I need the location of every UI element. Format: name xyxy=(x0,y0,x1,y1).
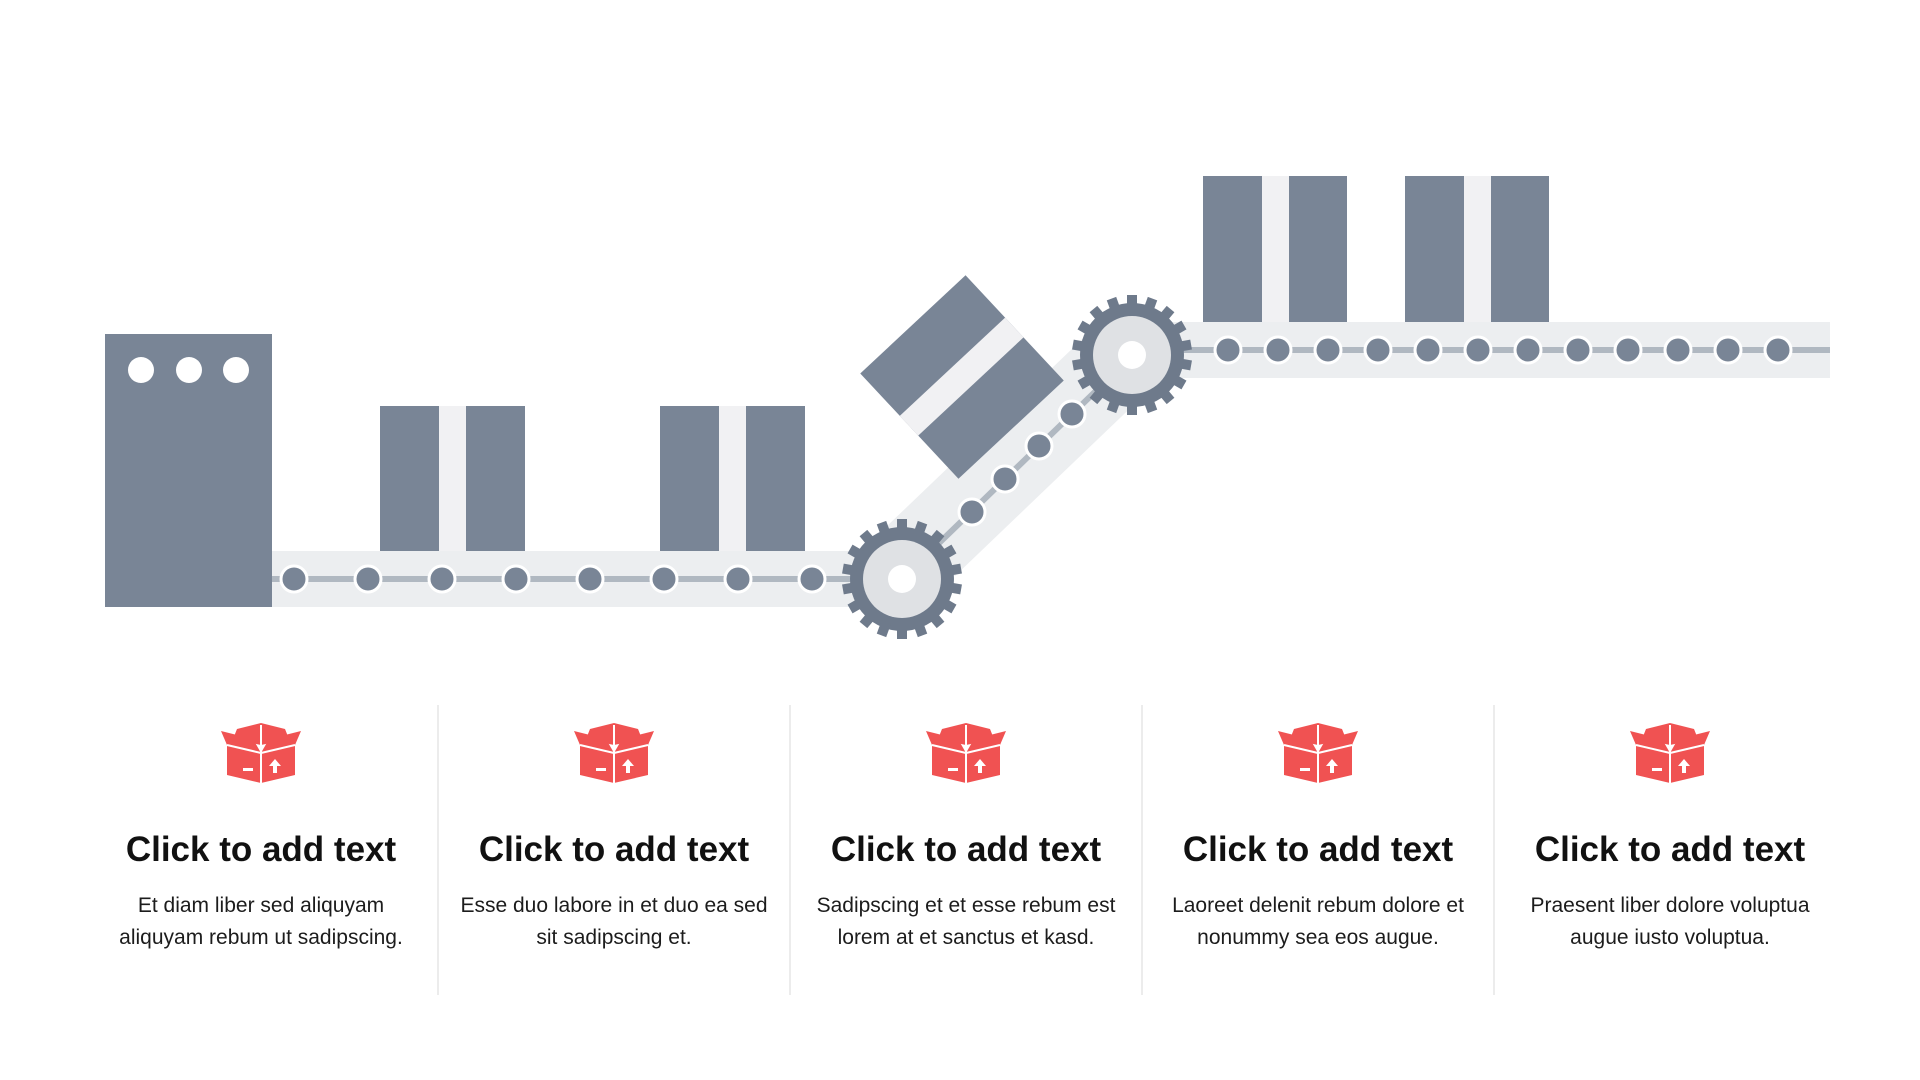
belt-roller xyxy=(1513,335,1543,365)
box xyxy=(1203,176,1347,322)
step-text[interactable]: Esse duo labore in et duo ea sed sit sad… xyxy=(460,894,768,949)
belt-roller xyxy=(723,564,753,594)
machine xyxy=(105,334,272,607)
belt-roller xyxy=(353,564,383,594)
step-card-2: Click to add text Esse duo labore in et … xyxy=(437,705,789,995)
step-text[interactable]: Laoreet delenit rebum dolore et nonummy … xyxy=(1172,894,1464,949)
tilted-box xyxy=(860,275,1064,479)
step-title[interactable]: Click to add text xyxy=(830,830,1102,869)
belt-roller xyxy=(649,564,679,594)
step-title[interactable]: Click to add text xyxy=(1534,830,1806,869)
machine-light xyxy=(176,357,202,383)
upper-belt xyxy=(1133,322,1830,378)
belt-roller xyxy=(1763,335,1793,365)
conveyor-diagram xyxy=(105,176,1830,639)
belt-roller xyxy=(427,564,457,594)
belt-roller xyxy=(1613,335,1643,365)
open-box-icon xyxy=(573,723,655,783)
belt-roller xyxy=(1313,335,1343,365)
step-card-5: Click to add text Praesent liber dolore … xyxy=(1493,705,1845,995)
belt-roller xyxy=(1713,335,1743,365)
step-text[interactable]: Sadipscing et et esse rebum est lorem at… xyxy=(816,894,1116,949)
belt-roller xyxy=(1663,335,1693,365)
belt-roller xyxy=(575,564,605,594)
step-cards: Click to add text Et diam liber sed aliq… xyxy=(85,705,1845,995)
belt-roller xyxy=(1463,335,1493,365)
belt-roller xyxy=(1263,335,1293,365)
belt-roller xyxy=(501,564,531,594)
open-box-icon xyxy=(1277,723,1359,783)
belt-roller xyxy=(797,564,827,594)
belt-roller xyxy=(1213,335,1243,365)
belt-roller xyxy=(1363,335,1393,365)
machine-light xyxy=(223,357,249,383)
belt-roller xyxy=(279,564,309,594)
step-card-1: Click to add text Et diam liber sed aliq… xyxy=(85,705,437,995)
open-box-icon xyxy=(925,723,1007,783)
belt-roller xyxy=(1024,431,1054,461)
step-card-4: Click to add text Laoreet delenit rebum … xyxy=(1141,705,1493,995)
belt-roller xyxy=(1413,335,1443,365)
open-box-icon xyxy=(220,723,302,783)
machine-light xyxy=(128,357,154,383)
box xyxy=(380,406,525,551)
lower-belt xyxy=(272,551,904,607)
step-text[interactable]: Praesent liber dolore voluptua augue ius… xyxy=(1530,894,1810,949)
box xyxy=(660,406,805,551)
step-title[interactable]: Click to add text xyxy=(1182,830,1454,869)
belt-roller xyxy=(957,497,987,527)
step-card-3: Click to add text Sadipscing et et esse … xyxy=(789,705,1141,995)
belt-roller xyxy=(1057,399,1087,429)
step-title[interactable]: Click to add text xyxy=(125,830,397,869)
step-title[interactable]: Click to add text xyxy=(478,830,750,869)
belt-roller xyxy=(990,464,1020,494)
box xyxy=(1405,176,1549,322)
belt-roller xyxy=(1563,335,1593,365)
step-text[interactable]: Et diam liber sed aliquyam aliquyam rebu… xyxy=(119,894,403,949)
open-box-icon xyxy=(1629,723,1711,783)
